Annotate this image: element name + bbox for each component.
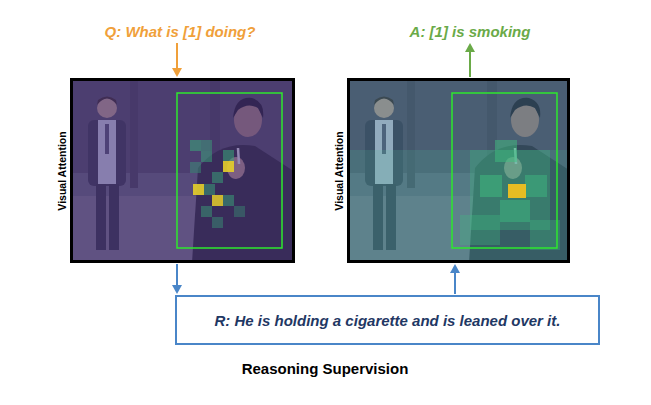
figure-caption: Reasoning Supervision [242, 360, 409, 377]
arrow-head [465, 43, 475, 52]
flow-arrow [450, 264, 460, 294]
node-text: R: He is holding a cigarette and is lean… [215, 312, 561, 329]
attention-image: Visual Attention [70, 78, 295, 263]
heatmap [460, 140, 560, 250]
arrow-line [454, 272, 456, 294]
flow-arrow [172, 264, 182, 294]
reasoning-box: R: He is holding a cigarette and is lean… [175, 295, 600, 345]
arrow-head [172, 68, 182, 77]
axis-label: Visual Attention [331, 81, 345, 260]
node-text: A: [1] is smoking [410, 23, 531, 40]
question-text: Q: What is [1] doing? [103, 22, 258, 42]
flow-arrow [172, 43, 182, 77]
arrow-head [172, 285, 182, 294]
arrow-head [450, 264, 460, 273]
arrow-line [176, 43, 178, 69]
answer-text: A: [1] is smoking [408, 22, 533, 42]
flow-arrow [465, 43, 475, 77]
arrow-line [176, 264, 178, 286]
arrow-line [469, 51, 471, 77]
axis-label: Visual Attention [54, 81, 68, 260]
node-text: Q: What is [1] doing? [105, 23, 256, 40]
attention-image: Visual Attention [347, 78, 570, 263]
heatmap [190, 140, 245, 228]
